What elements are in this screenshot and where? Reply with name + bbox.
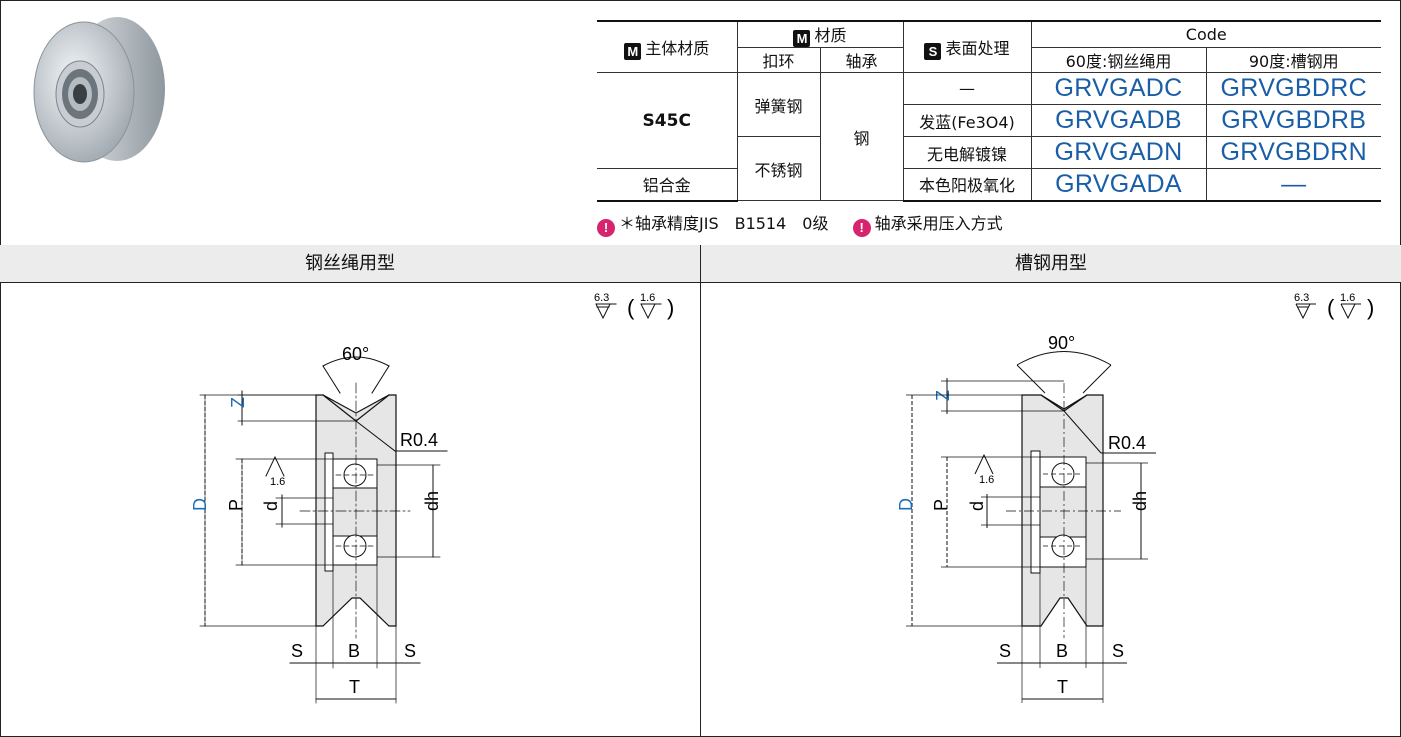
dim-d-outer: D [896, 498, 916, 511]
code-cell: GRVGADN [1030, 136, 1207, 169]
drawing-channel-steel: 6.3 ( 1.6 ) 90° R0.4 Z D [701, 283, 1401, 737]
surface-cell: — [902, 72, 1032, 105]
svg-text:(: ( [1327, 295, 1335, 320]
section-title-wire-rope: 钢丝绳用型 [0, 245, 700, 282]
dim-b: B [1056, 641, 1068, 661]
svg-text:6.3: 6.3 [1294, 292, 1309, 304]
code-cell: — [1205, 168, 1381, 202]
m-badge-icon: M [624, 42, 642, 60]
radius-label: R0.4 [1108, 433, 1146, 453]
dim-dh: dh [422, 491, 442, 511]
svg-text:1.6: 1.6 [979, 474, 994, 486]
material-s45c: S45C [597, 72, 738, 169]
dim-d-bore: d [261, 501, 281, 511]
svg-text:): ) [667, 295, 674, 320]
header-code60: 60度:钢丝绳用 [1030, 47, 1207, 73]
angle-label: 60° [342, 344, 369, 364]
dim-s-right: S [404, 641, 416, 661]
dim-z: Z [933, 390, 953, 401]
note-precision: ＊轴承精度JIS B1514 0级 [619, 214, 829, 233]
section-title-channel-steel: 槽钢用型 [701, 245, 1401, 282]
code-cell: GRVGBDRN [1205, 136, 1381, 169]
svg-text:1.6: 1.6 [270, 476, 285, 488]
header-code90: 90度:槽钢用 [1205, 47, 1381, 73]
surface-cell: 发蓝(Fe3O4) [902, 104, 1032, 137]
retaining-ring [1030, 450, 1041, 574]
dim-d-outer: D [190, 498, 210, 511]
drawing-wire-rope: 6.3 ( 1.6 ) 60° R0.4 [0, 283, 700, 737]
dim-p: P [226, 499, 246, 511]
material-alu: 铝合金 [597, 168, 738, 202]
header-code: Code [1030, 20, 1381, 48]
column-divider [700, 245, 701, 737]
dim-s-left: S [291, 641, 303, 661]
svg-text:6.3: 6.3 [594, 292, 609, 304]
code-cell: GRVGADC [1030, 72, 1207, 105]
dim-b: B [348, 641, 360, 661]
note-press-fit: 轴承采用压入方式 [874, 214, 1003, 233]
bearing-steel: 钢 [819, 72, 904, 201]
svg-text:(: ( [627, 295, 635, 320]
retaining-ring [324, 452, 334, 572]
dim-dh: dh [1130, 491, 1150, 511]
svg-text:1.6: 1.6 [1340, 292, 1355, 304]
dim-p: P [931, 499, 951, 511]
warning-icon: ! [852, 219, 871, 237]
angle-label: 90° [1048, 333, 1075, 353]
dim-s-left: S [999, 641, 1011, 661]
surface-finish-icon: 6.3 ( 1.6 ) [594, 292, 674, 320]
m-badge-icon: M [793, 30, 811, 47]
dim-d-bore: d [967, 501, 987, 511]
notes-line: !＊轴承精度JIS B1514 0级 !轴承采用压入方式 [597, 210, 1003, 237]
radius-label: R0.4 [400, 430, 438, 450]
dim-z: Z [228, 397, 248, 408]
s-badge-icon: S [924, 42, 942, 60]
code-cell: GRVGBDRB [1205, 104, 1381, 137]
pulley-photo [33, 17, 165, 163]
warning-icon: ! [597, 219, 615, 237]
buckle-spring: 弹簧钢 [736, 72, 821, 137]
header-buckle: 扣环 [736, 47, 821, 73]
code-cell: GRVGADB [1030, 104, 1207, 137]
code-cell: GRVGBDRC [1205, 72, 1381, 105]
svg-text:): ) [1367, 295, 1374, 320]
code-cell: GRVGADA [1030, 168, 1207, 202]
surface-finish-icon: 6.3 ( 1.6 ) [1294, 292, 1374, 320]
dim-t: T [349, 677, 360, 697]
surface-cell: 本色阳极氧化 [902, 168, 1032, 202]
buckle-stainless: 不锈钢 [736, 136, 821, 201]
dim-s-right: S [1112, 641, 1124, 661]
surface-cell: 无电解镀镍 [902, 136, 1032, 169]
dim-t: T [1057, 677, 1068, 697]
svg-text:1.6: 1.6 [640, 292, 655, 304]
header-bearing: 轴承 [819, 47, 904, 73]
